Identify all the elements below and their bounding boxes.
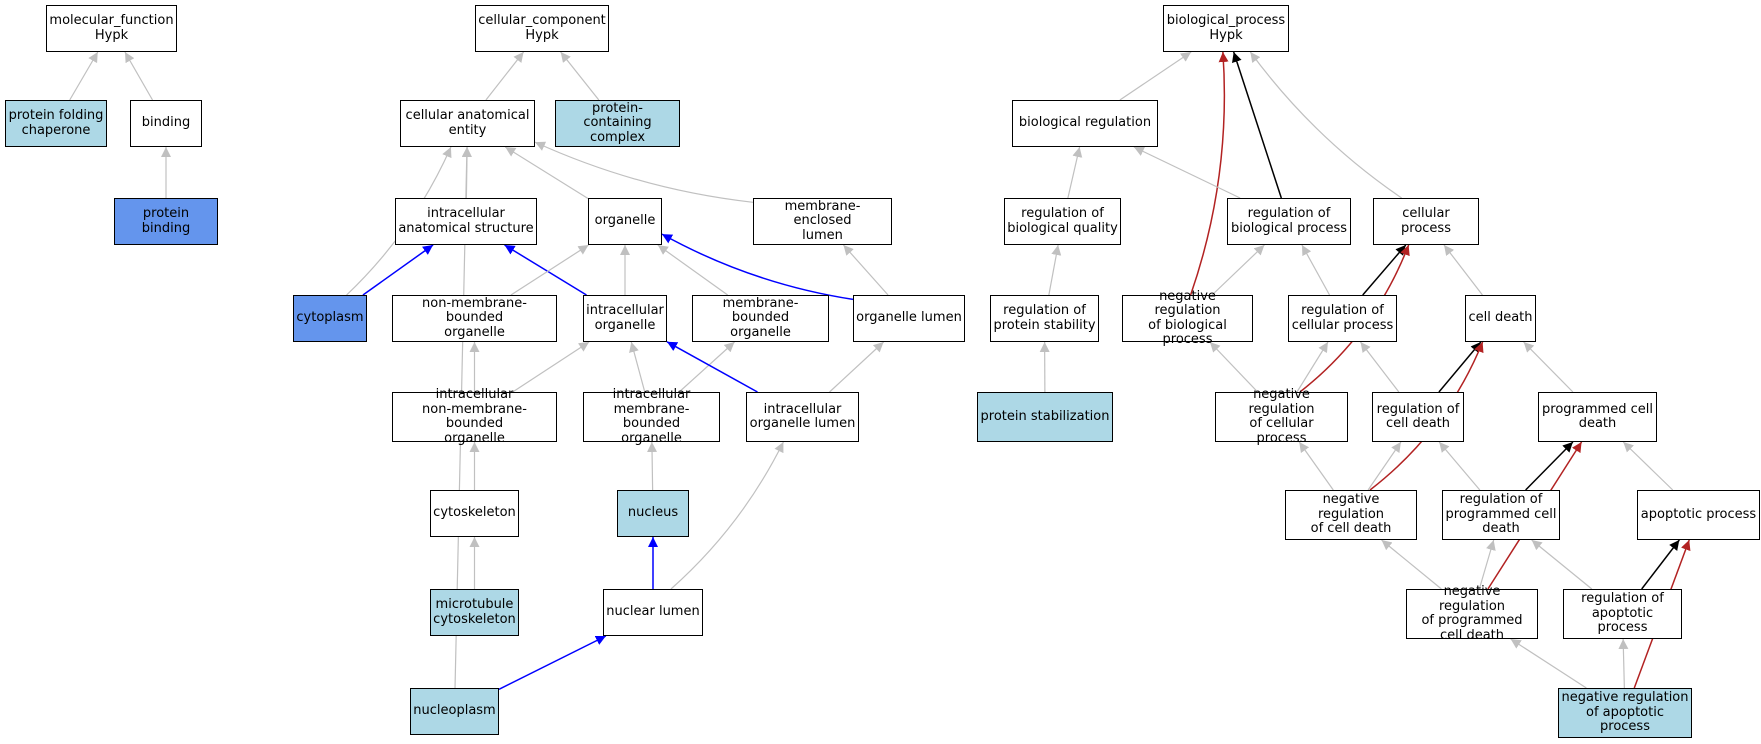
edge-np-to-nl [498, 635, 607, 690]
edge-cyto-to-ias [362, 244, 434, 296]
edge-cae-to-cc [485, 51, 525, 101]
edge-nrap-to-rap [1618, 638, 1629, 689]
edge-nrap-to-nrpcd [1510, 638, 1587, 689]
node-nrcp: negative regulation of cellular process [1215, 387, 1348, 445]
node-rbq: regulation of biological quality [1004, 198, 1121, 245]
node-pb: protein binding [114, 198, 218, 245]
edge-nrcp-to-nrbp [1209, 341, 1259, 393]
node-cd: cell death [1465, 295, 1536, 342]
node-nrbp: negative regulation of biological proces… [1122, 289, 1253, 347]
edge-binding-to-mf [124, 51, 154, 101]
edge-rbp-to-breg [1133, 146, 1241, 199]
node-rcp: regulation of cellular process [1288, 295, 1397, 342]
node-mtc: microtubule cytoskeleton [430, 589, 519, 636]
edge-pcc-to-cc [560, 51, 600, 101]
node-nmbo: non-membrane-bounded organelle [392, 295, 557, 342]
edge-nrcd-to-nrcp [1298, 441, 1334, 491]
edge-nrcd-to-rcd [1367, 441, 1402, 491]
node-np: nucleoplasm [410, 688, 499, 735]
node-cp: cellular process [1373, 198, 1479, 245]
node-imbo: intracellular membrane-bounded organelle [583, 387, 720, 445]
edge-nucleus-to-imbo [647, 441, 658, 491]
node-ol: organelle lumen [853, 295, 965, 342]
edge-inmbo-to-io [512, 341, 590, 393]
node-ap: apoptotic process [1637, 490, 1760, 540]
node-ias: intracellular anatomical structure [395, 198, 537, 245]
node-mel: membrane-enclosed lumen [753, 198, 892, 245]
edge-rcd-to-rcp [1360, 341, 1400, 393]
edge-nmbo-to-org [510, 244, 589, 296]
node-cytosk: cytoskeleton [430, 490, 519, 537]
node-ps: protein stabilization [977, 392, 1113, 442]
node-rcd: regulation of cell death [1372, 392, 1464, 442]
edge-rcp-to-rbp [1301, 244, 1331, 296]
node-rps: regulation of protein stability [990, 295, 1099, 342]
node-binding: binding [130, 100, 202, 147]
edge-org-to-cae [504, 146, 589, 199]
node-nucleus: nucleus [617, 490, 689, 537]
edge-pcd-to-cd [1523, 341, 1574, 393]
edge-iol-to-io [666, 341, 758, 393]
node-pcd: programmed cell death [1538, 392, 1657, 442]
node-nrpcd: negative regulation of programmed cell d… [1406, 584, 1538, 642]
edge-nrbp-to-rbp [1211, 244, 1265, 296]
node-rpcd: regulation of programmed cell death [1442, 490, 1560, 540]
node-rbp: regulation of biological process [1227, 198, 1351, 245]
edge-iol-to-ol [829, 341, 884, 393]
edge-mel-to-cae [534, 141, 754, 203]
edge-nl-to-iol [670, 441, 784, 590]
node-rap: regulation of apoptotic process [1563, 589, 1682, 639]
edge-rap-to-rpcd [1531, 539, 1593, 590]
edge-ap-to-pcd [1622, 441, 1674, 491]
edge-nrpcd-to-nrcd [1381, 539, 1442, 590]
edge-pfc-to-mf [69, 51, 99, 101]
edge-rcd-to-cd [1438, 341, 1482, 393]
node-nl: nuclear lumen [603, 589, 703, 636]
node-nrap: negative regulation of apoptotic process [1558, 688, 1692, 738]
edge-io-to-ias [504, 244, 587, 296]
node-pfc: protein folding chaperone [5, 100, 107, 147]
edge-rpcd-to-pcd [1525, 441, 1574, 491]
node-mf: molecular_function Hypk [46, 5, 177, 52]
node-pcc: protein-containing complex [555, 100, 680, 147]
edge-rps-to-rbq [1048, 244, 1062, 296]
node-breg: biological regulation [1012, 100, 1158, 147]
edge-nrcp-to-rcp [1296, 341, 1329, 393]
edge-rpcd-to-rcd [1438, 441, 1481, 491]
node-mbo: membrane-bounded organelle [692, 295, 829, 342]
edge-nrbp-to-bp [1189, 51, 1229, 296]
edge-rcp-to-cp [1362, 244, 1407, 296]
edge-cd-to-cp [1443, 244, 1483, 296]
node-cc: cellular_component Hypk [475, 5, 609, 52]
node-nrcd: negative regulation of cell death [1285, 490, 1417, 540]
edge-ol-to-mel [843, 244, 889, 296]
node-io: intracellular organelle [583, 295, 667, 342]
node-cae: cellular anatomical entity [400, 100, 535, 147]
edge-imbo-to-io [629, 341, 646, 393]
node-cyto: cytoplasm [293, 295, 367, 342]
edge-breg-to-bp [1119, 51, 1192, 101]
edge-imbo-to-mbo [678, 341, 735, 393]
node-org: organelle [588, 198, 662, 245]
edge-rap-to-ap [1641, 539, 1680, 590]
node-iol: intracellular organelle lumen [746, 392, 859, 442]
edge-rbp-to-bp [1232, 51, 1283, 199]
edge-cp-to-bp [1249, 51, 1402, 199]
edge-rbq-to-breg [1067, 146, 1083, 199]
node-inmbo: intracellular non-membrane-bounded organ… [392, 387, 557, 445]
node-bp: biological_process Hypk [1163, 5, 1289, 52]
edge-mbo-to-org [657, 244, 729, 296]
edge-nrpcd-to-rpcd [1478, 539, 1496, 590]
